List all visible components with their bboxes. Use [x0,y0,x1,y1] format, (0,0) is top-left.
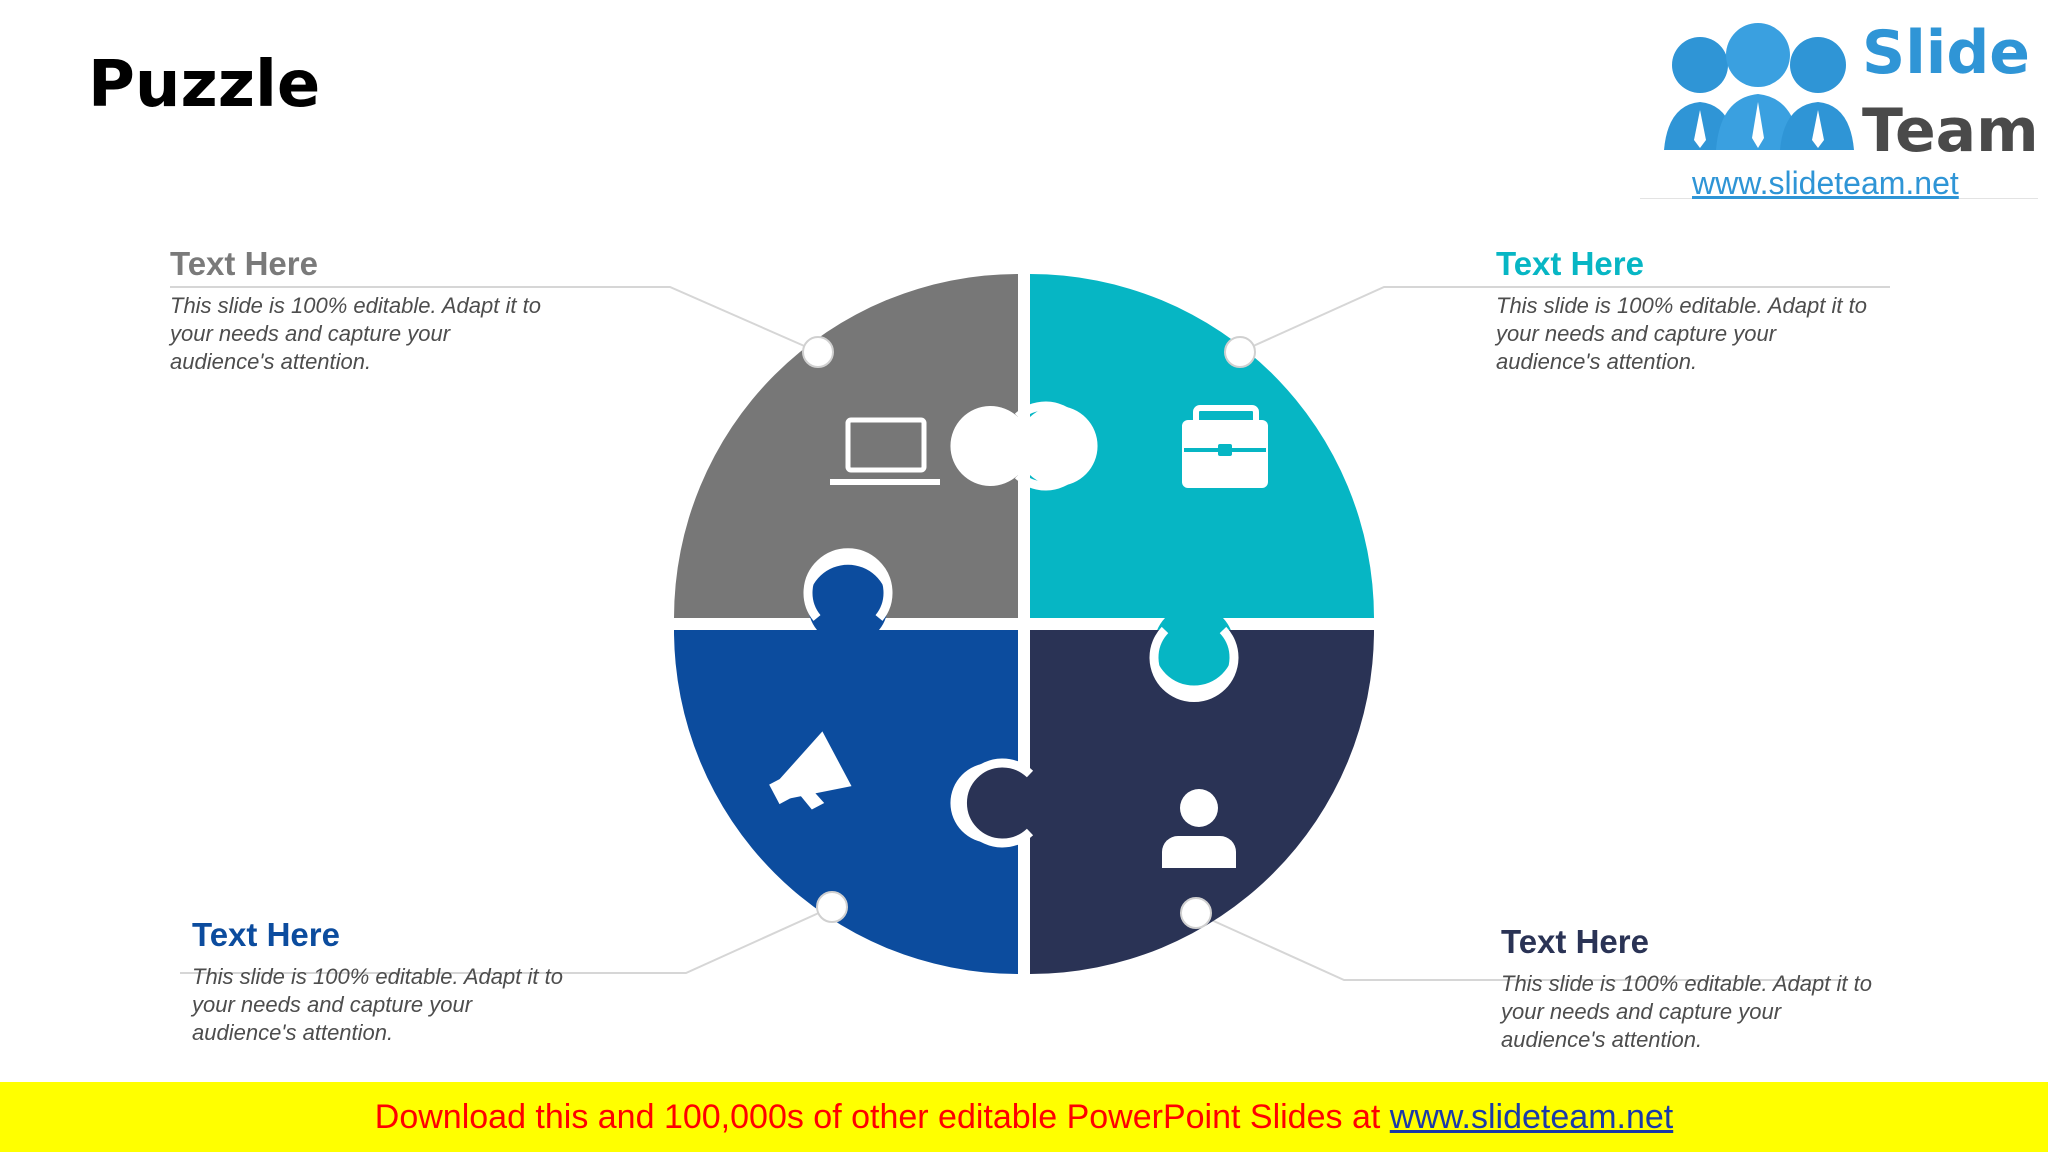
connector-dot-3 [816,891,848,923]
tab-outline-teal [1014,401,1091,491]
connector-line-4 [1195,912,1848,981]
user-icon [1162,789,1236,868]
connector-dot-1 [802,336,834,368]
tab-outline-navy [957,758,1034,848]
megaphone-icon [769,731,852,810]
puzzle-piece-bottom-left[interactable] [674,564,1018,974]
text-block-1: Text Here This slide is 100% editable. A… [170,244,560,376]
page-title: Puzzle [88,48,321,122]
item-heading-2: Text Here [1496,245,1644,282]
item-body-1: This slide is 100% editable. Adapt it to… [170,293,541,374]
download-banner: Download this and 100,000s of other edit… [0,1082,2048,1152]
logo-word-slide: Slide [1862,18,2030,88]
item-heading-4: Text Here [1501,923,1649,960]
puzzle-piece-bottom-right[interactable] [962,630,1374,974]
item-body-4: This slide is 100% editable. Adapt it to… [1501,971,1872,1052]
people-logo-icon [1664,23,1854,150]
logo-word-team: Team [1862,96,2039,166]
item-body-2: This slide is 100% editable. Adapt it to… [1496,293,1867,374]
logo-url-link[interactable]: www.slideteam.net [1692,165,1959,201]
text-block-3: Text Here This slide is 100% editable. A… [192,915,582,1047]
tab-outline-teal-bottom [1149,626,1239,703]
item-body-3: This slide is 100% editable. Adapt it to… [192,964,563,1045]
item-heading-1: Text Here [170,245,318,282]
banner-link[interactable]: www.slideteam.net [1389,1098,1674,1136]
text-block-2: Text Here This slide is 100% editable. A… [1496,244,1886,376]
laptop-icon [830,417,940,485]
connector-line-1 [170,286,819,353]
text-block-4: Text Here This slide is 100% editable. A… [1501,922,1891,1054]
briefcase-icon [1182,405,1268,488]
tab-outline-blue [803,548,893,621]
connector-line-3 [180,906,833,974]
banner-text: Download this and 100,000s of other edit… [374,1098,1390,1136]
slideteam-logo[interactable]: Slide Team www.slideteam.net [1640,0,2039,201]
connector-dot-2 [1224,336,1256,368]
connector-dot-4 [1180,897,1212,929]
item-heading-3: Text Here [192,916,340,953]
connector-line-2 [1239,286,1890,353]
